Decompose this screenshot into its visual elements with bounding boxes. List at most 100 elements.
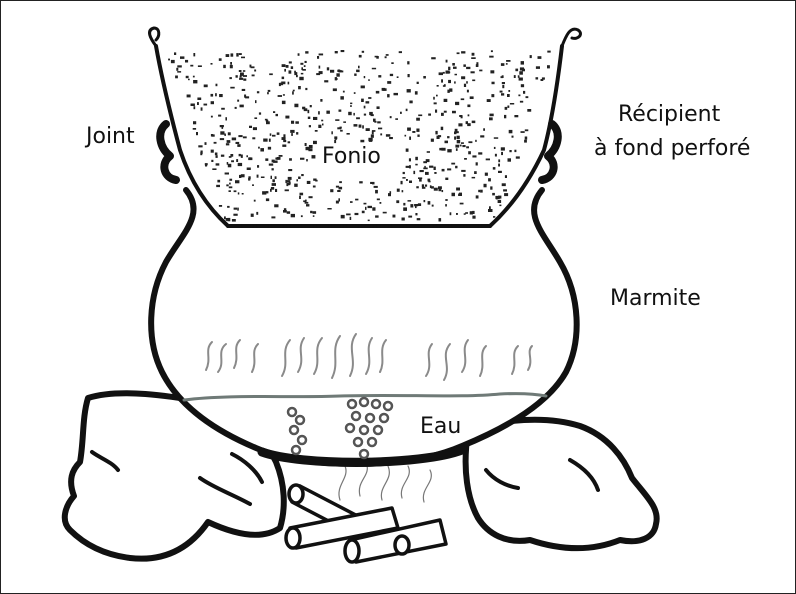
fonio-grain [288, 141, 291, 143]
fonio-grain [361, 99, 364, 102]
fonio-grain [271, 176, 273, 179]
fonio-grain [296, 179, 298, 181]
fonio-grain [490, 70, 494, 73]
fonio-grain [501, 63, 505, 66]
fonio-grain [443, 72, 445, 74]
fonio-grain [418, 115, 422, 117]
fonio-grain [439, 148, 443, 151]
fonio-grain [372, 182, 375, 185]
fonio-grain [280, 83, 283, 86]
fonio-grain [359, 125, 362, 128]
fonio-grain [200, 152, 202, 155]
fonio-grain [290, 130, 294, 133]
fonio-grain [418, 177, 422, 179]
fonio-grain [447, 168, 451, 170]
fonio-grain [434, 167, 436, 170]
label-fonio: Fonio [322, 144, 381, 170]
fonio-grain [396, 200, 399, 203]
fonio-grain [299, 196, 301, 199]
fonio-grain [368, 79, 370, 81]
fonio-grain [507, 94, 510, 97]
fonio-grain [514, 75, 516, 78]
fonio-grain [375, 190, 378, 194]
fonio-grain [319, 66, 321, 69]
fonio-grain [387, 81, 391, 84]
fonio-grain [474, 171, 477, 174]
fonio-grain [220, 131, 224, 134]
fonio-grain [499, 205, 501, 207]
fonio-grain [294, 104, 298, 108]
fonio-grain [514, 115, 518, 117]
fonio-grain [338, 198, 340, 201]
fonio-grain [216, 84, 218, 87]
fonio-grain [527, 109, 531, 112]
fonio-grain [406, 149, 409, 152]
fonio-grain [268, 147, 271, 150]
fonio-grain [498, 164, 500, 167]
fonio-grain [304, 65, 306, 67]
fonio-grain [355, 213, 359, 215]
fonio-grain [251, 66, 255, 68]
fonio-grain [424, 200, 426, 202]
fonio-grain [487, 99, 491, 102]
fonio-grain [386, 54, 389, 56]
fonio-grain [445, 178, 448, 180]
fonio-grain [439, 218, 442, 221]
fonio-grain [305, 51, 308, 53]
fonio-grain [451, 163, 455, 165]
fonio-grain [362, 211, 365, 214]
fonio-grain [271, 216, 275, 218]
fonio-grain [335, 138, 337, 140]
fonio-grain [371, 134, 374, 137]
label-marmite: Marmite [610, 286, 701, 312]
fonio-grain [197, 98, 201, 101]
fonio-grain [240, 105, 244, 108]
fonio-grain [488, 209, 493, 212]
fonio-grain [299, 77, 303, 80]
fonio-grain [415, 213, 417, 215]
fonio-grain [409, 101, 412, 104]
fonio-grain [491, 50, 493, 52]
fonio-grain [215, 93, 217, 96]
fonio-grain [298, 53, 300, 56]
fonio-grain [458, 123, 462, 126]
fonio-grain [449, 88, 452, 91]
fonio-grain [486, 159, 490, 161]
fonio-grain [412, 131, 415, 133]
fonio-grain [227, 140, 231, 143]
fonio-grain [501, 93, 504, 95]
fonio-grain [261, 177, 265, 179]
fonio-grain [446, 71, 450, 74]
fonio-grain [283, 94, 285, 96]
fonio-grain [490, 186, 492, 189]
fonio-grain [236, 53, 238, 57]
fonio-grain [463, 64, 466, 67]
fonio-grain [401, 181, 403, 184]
fonio-grain [397, 189, 400, 192]
fonio-grain [236, 142, 240, 144]
fonio-grain [509, 130, 513, 133]
fonio-grain [239, 78, 243, 80]
fonio-grain [197, 102, 199, 105]
fonio-grain [523, 91, 525, 94]
fonio-grain [190, 65, 193, 67]
fonio-grain [288, 82, 290, 85]
fonio-grain [416, 118, 420, 121]
fonio-grain [238, 163, 242, 166]
fonio-grain [493, 216, 495, 218]
fonio-grain [239, 53, 242, 55]
fonio-grain [378, 75, 381, 77]
fonio-grain [510, 103, 514, 105]
fonio-grain [257, 175, 259, 178]
fonio-grain [468, 114, 470, 116]
fonio-grain [211, 160, 213, 162]
fonio-grain [216, 155, 218, 158]
fonio-grain [418, 203, 421, 206]
fonio-grain [260, 148, 264, 151]
fonio-grain [434, 172, 436, 174]
label-eau: Eau [420, 414, 461, 440]
fonio-grain [234, 190, 237, 192]
fonio-grain [514, 150, 516, 152]
fonio-grain [484, 184, 487, 188]
fonio-grain [516, 156, 520, 158]
